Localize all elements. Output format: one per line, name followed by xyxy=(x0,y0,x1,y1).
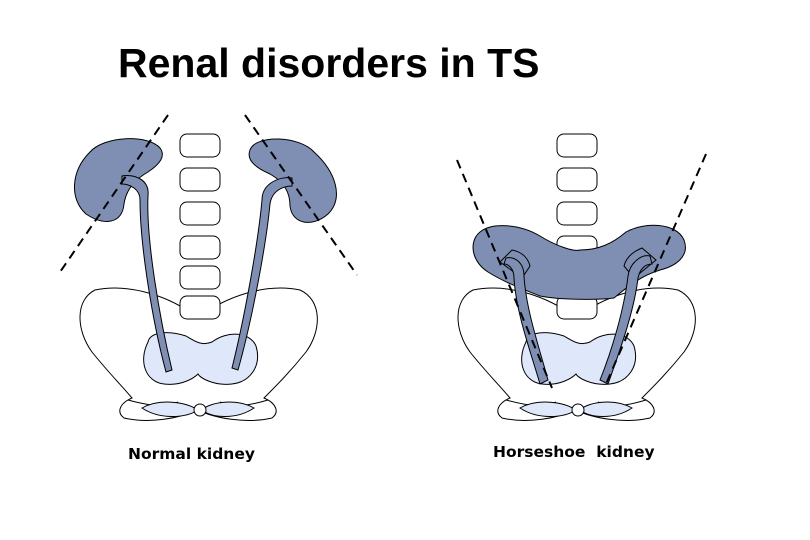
horseshoe-kidney-illustration xyxy=(456,133,707,421)
caption-horseshoe-kidney: Horseshoe kidney xyxy=(493,443,655,461)
kidney-axis-line-right xyxy=(244,114,358,276)
slide-title: Renal disorders in TS xyxy=(118,40,540,86)
kidney-left xyxy=(73,138,163,222)
ureter-horseshoe-right xyxy=(599,255,653,385)
caption-normal-kidney: Normal kidney xyxy=(128,445,255,463)
bladder-left xyxy=(143,332,258,385)
kidney-axis-line-left xyxy=(57,114,169,276)
normal-kidney-illustration xyxy=(57,114,358,421)
ureter-right xyxy=(231,177,293,371)
spine-left xyxy=(179,133,221,320)
kidney-axis-line-horseshoe-left xyxy=(456,159,553,389)
pubic-symphysis-right xyxy=(571,403,585,417)
kidney-axis-line-horseshoe-right xyxy=(605,153,707,385)
pubic-symphysis-left xyxy=(193,403,207,417)
ureter-left xyxy=(121,175,173,373)
ureter-horseshoe-left xyxy=(503,257,549,385)
